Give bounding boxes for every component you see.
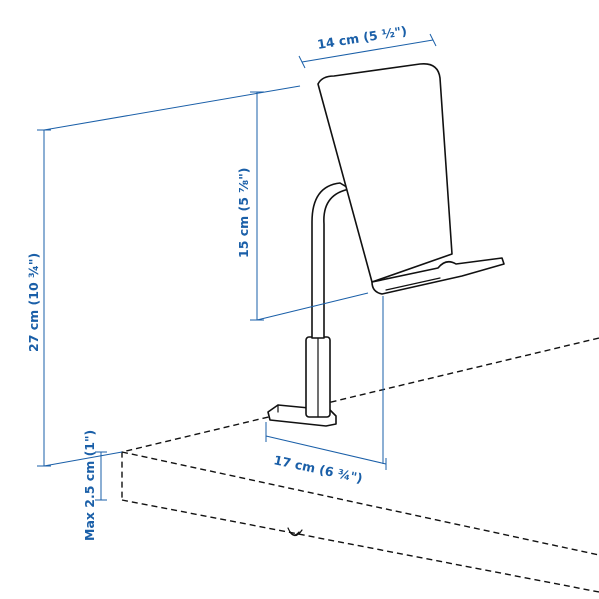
clamp-max-label: Max 2.5 cm (1") <box>82 430 97 541</box>
dimension-height-total: 27 cm (10 ¾") <box>26 85 301 467</box>
width-top-label: 14 cm (5 ½") <box>316 23 408 52</box>
height-holder-label: 15 cm (5 ⅞") <box>236 168 251 258</box>
stand-gooseneck-arm <box>311 182 351 339</box>
dimension-width-top: 14 cm (5 ½") <box>298 23 437 69</box>
dimension-height-holder: 15 cm (5 ⅞") <box>236 91 369 321</box>
depth-base-label: 17 cm (6 ¾") <box>272 452 364 485</box>
dimension-clamp-max: Max 2.5 cm (1") <box>82 430 107 541</box>
stand-lower-tube <box>305 336 331 418</box>
height-total-label: 27 cm (10 ¾") <box>26 253 41 352</box>
tablet-holder-plate <box>317 62 505 295</box>
table-outline <box>121 337 599 593</box>
